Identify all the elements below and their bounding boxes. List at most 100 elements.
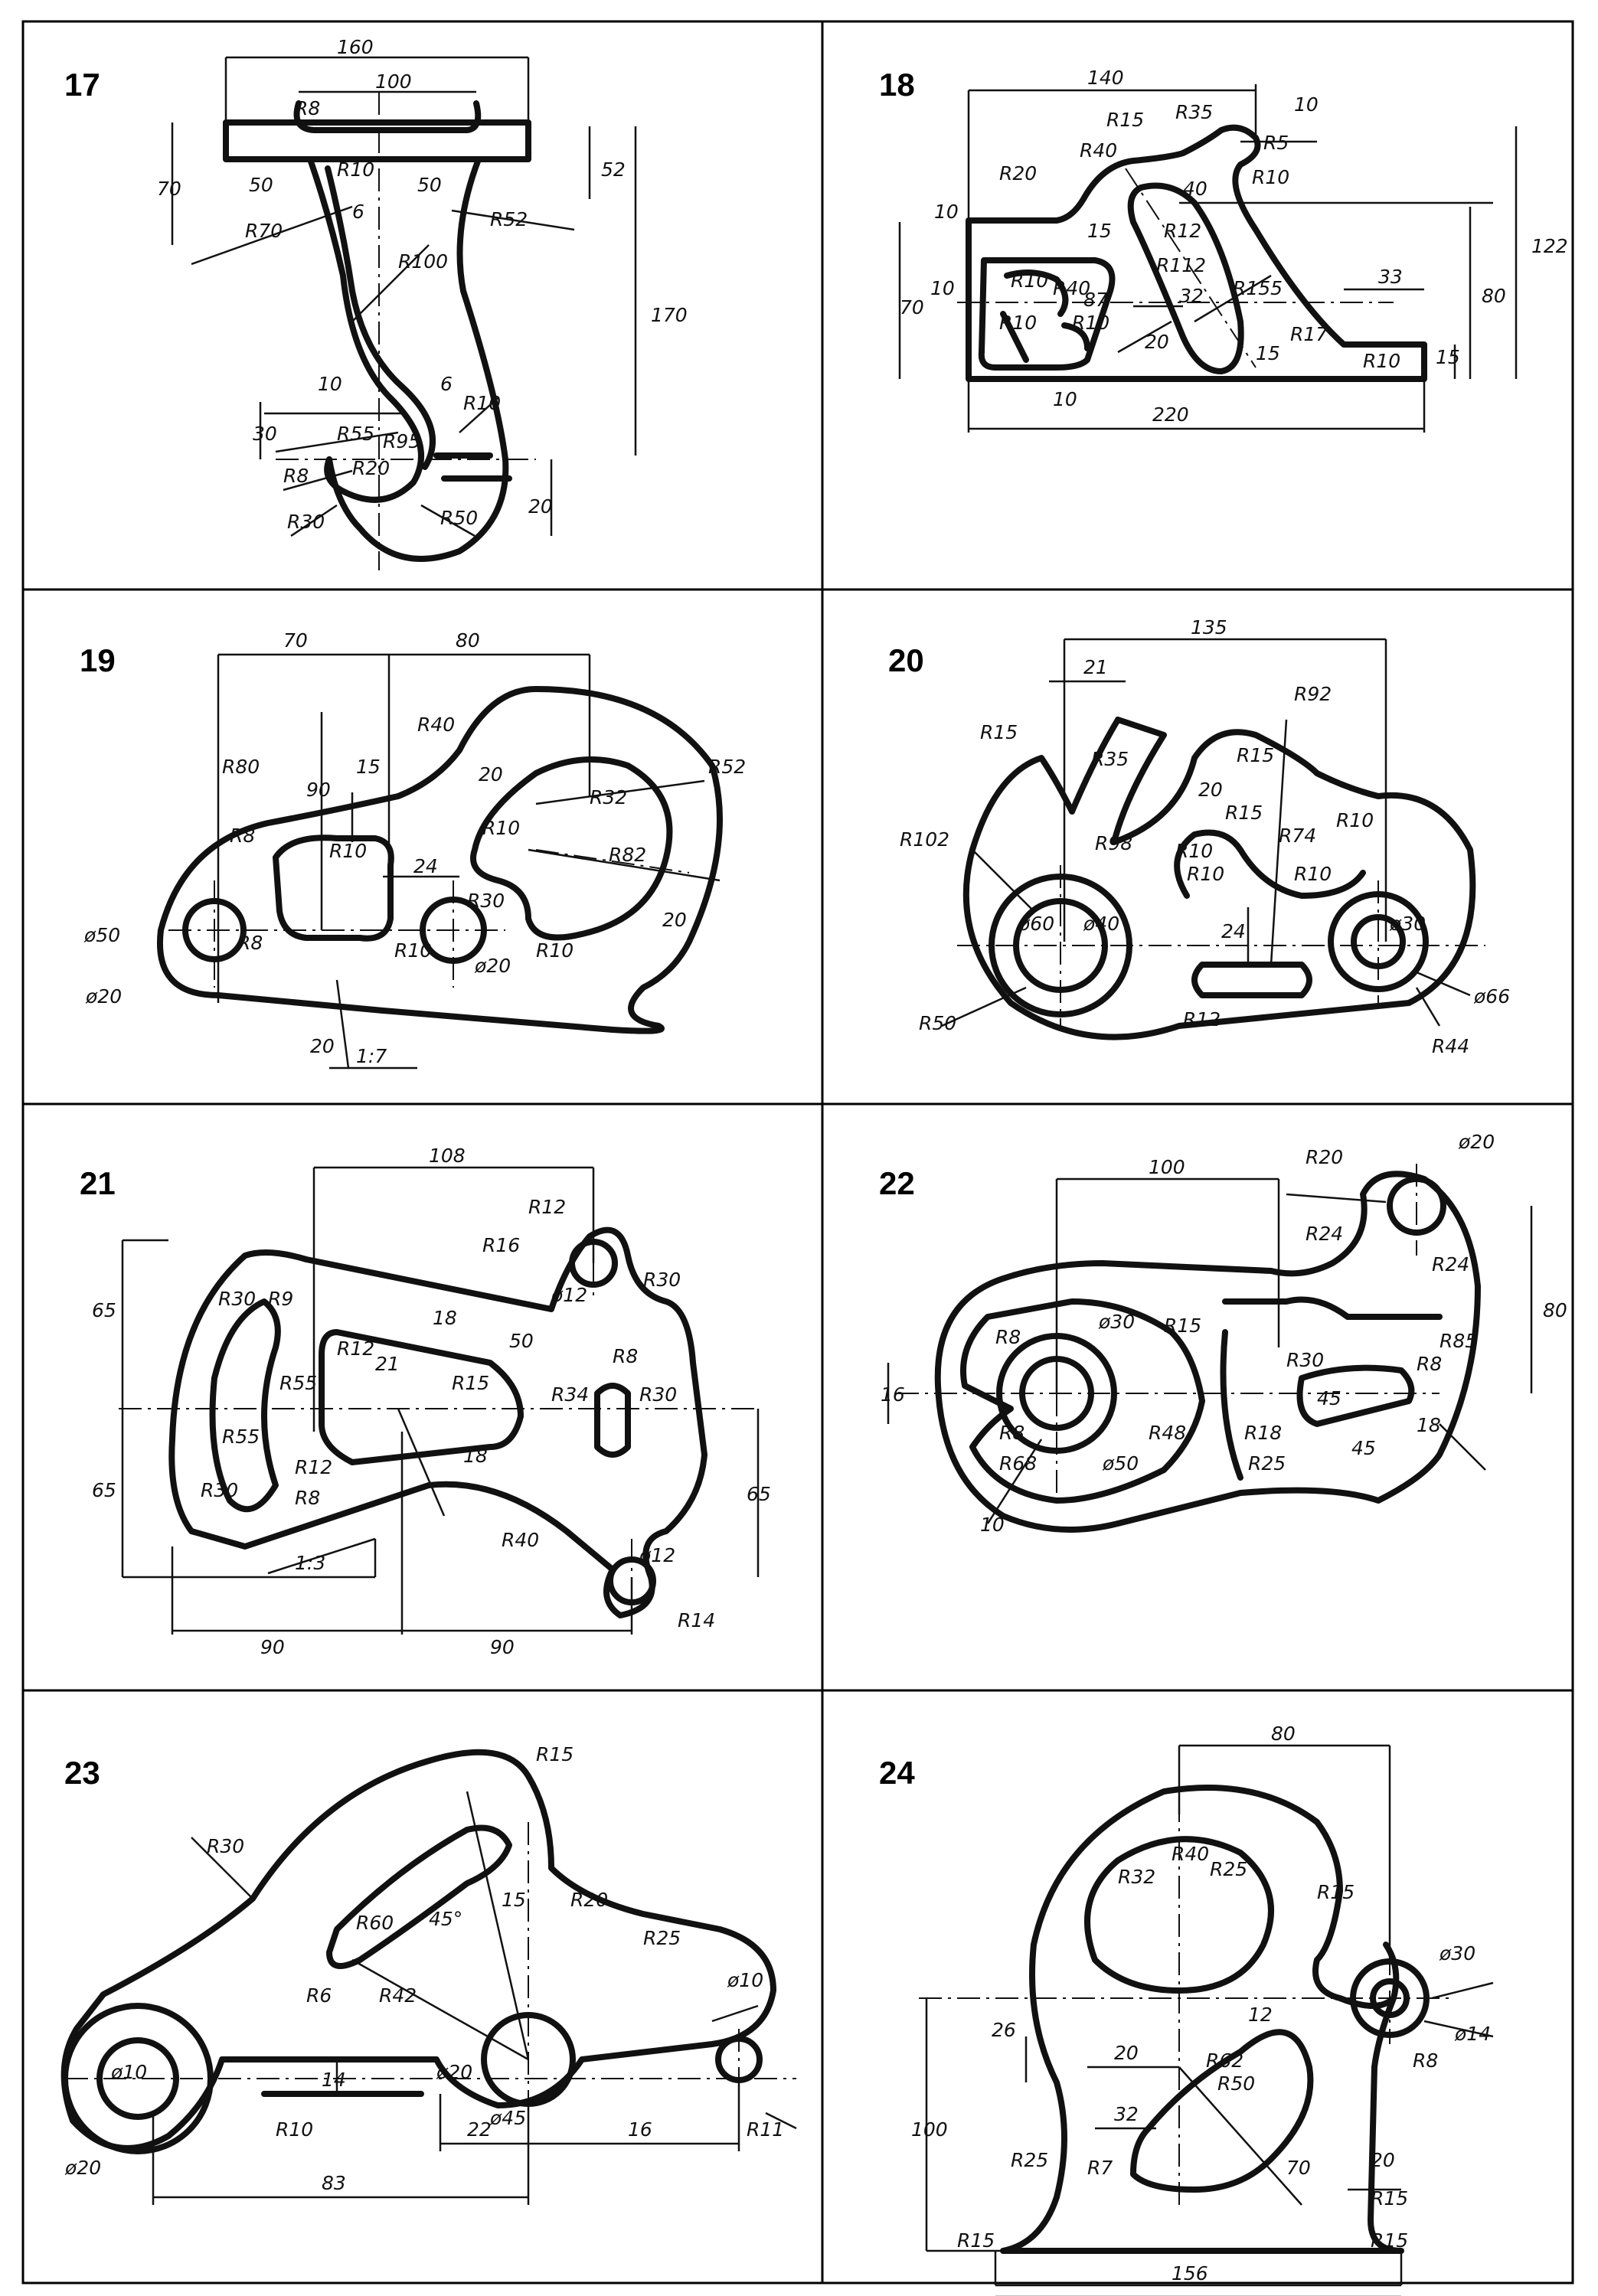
dimension-label: 21 [1083, 656, 1108, 678]
dimension-label: R42 [379, 1984, 417, 2007]
dimension-label: 80 [1543, 1299, 1567, 1321]
dimension-label: R50 [1217, 2072, 1255, 2095]
dimension-label: R8 [999, 1422, 1024, 1444]
dimension-label: R11 [747, 2118, 784, 2141]
dimension-label: ø20 [474, 955, 511, 977]
dimension-label: R10 [1187, 863, 1224, 885]
dimension-label: 14 [322, 2069, 346, 2091]
dimension-label: 6 [352, 201, 364, 223]
dimension-label: R8 [613, 1345, 638, 1367]
dimension-label: 70 [157, 178, 181, 200]
dimension-label: R40 [1080, 139, 1117, 162]
dimension-label: 15 [1436, 346, 1460, 368]
dimension-label: 10 [1053, 388, 1077, 410]
dimension-label: R35 [1091, 748, 1129, 770]
dimension-label: 12 [1248, 2004, 1273, 2026]
dimension-labels: 100 R20 ø20 R24 R24 R8 ø30 R15 80 16 R30… [881, 1131, 1567, 1536]
dimension-label: R52 [708, 756, 746, 778]
panel-19: 19 70 80 R40 [80, 629, 746, 1070]
dimension-label: 140 [1087, 67, 1124, 89]
dimension-label: R55 [222, 1426, 260, 1448]
dimension-label: R25 [1248, 1452, 1286, 1475]
dimension-label: R60 [356, 1912, 394, 1934]
dimension-lines [925, 1744, 1494, 2296]
dimension-label: R6 [306, 1984, 332, 2007]
dimension-label: ø20 [85, 985, 122, 1008]
dimension-label: R92 [1294, 683, 1332, 705]
dimension-label: 10 [980, 1514, 1005, 1536]
dimension-label: 22 [467, 2118, 492, 2141]
part-drawing [957, 124, 1427, 382]
panel-number: 17 [64, 67, 100, 103]
dimension-label: R30 [207, 1835, 244, 1857]
dimension-label: 70 [1286, 2157, 1311, 2179]
dimension-label: R8 [295, 97, 320, 119]
dimension-label: 16 [881, 1383, 905, 1406]
dimension-label: R8 [1417, 1353, 1442, 1375]
dimension-label: 50 [509, 1330, 534, 1352]
dimension-label: R15 [1371, 2187, 1408, 2209]
dimension-lines [171, 56, 637, 537]
dimension-label: 100 [911, 2118, 948, 2141]
panel-20: 20 135 21 R92 [888, 616, 1510, 1057]
part-drawing [60, 1749, 796, 2154]
dimension-label: 100 [375, 70, 412, 93]
dimension-label: ø10 [727, 1969, 763, 1991]
dimension-label: R40 [417, 714, 455, 736]
dimension-label: 80 [456, 629, 480, 652]
dimension-label: R12 [1183, 1008, 1221, 1030]
part-drawing [157, 686, 723, 1034]
dimension-labels: 140 R35 10 R15 R5 R40 R10 R20 40 10 15 R… [900, 67, 1568, 426]
grid-frame [21, 20, 1574, 2285]
dimension-label: R155 [1233, 277, 1283, 299]
dimension-label: 50 [417, 174, 442, 196]
dimension-label: ø12 [639, 1544, 675, 1566]
dimension-label: R35 [1175, 101, 1213, 123]
dimension-label: R8 [295, 1487, 320, 1509]
dimension-label: R15 [957, 2229, 995, 2252]
dimension-label: R70 [245, 220, 283, 242]
dimension-label: 45 [1351, 1437, 1376, 1459]
dimension-label: 15 [502, 1889, 526, 1911]
dimension-label: 20 [1371, 2149, 1395, 2171]
dimension-label: R10 [276, 2118, 313, 2141]
dimension-label: 170 [651, 304, 688, 326]
dimension-label: 6 [440, 373, 453, 395]
dimension-label: R40 [502, 1529, 539, 1551]
dimension-label: R18 [1244, 1422, 1282, 1444]
dimension-label: R20 [999, 162, 1037, 185]
dimension-label: 16 [628, 2118, 652, 2141]
dimension-label: 122 [1531, 235, 1568, 257]
dimension-label: 10 [930, 277, 955, 299]
dimension-label: R32 [590, 786, 627, 808]
dimension-lines [941, 638, 1471, 1027]
panel-18: 18 140 R3 [879, 67, 1568, 433]
dimension-label: ø30 [1098, 1311, 1135, 1333]
dimension-label: ø30 [1389, 913, 1426, 935]
dimension-label: R40 [1053, 277, 1090, 299]
dimension-label: 70 [283, 629, 308, 652]
dimension-label: R15 [1106, 109, 1144, 131]
dimension-label: 32 [1114, 2103, 1139, 2125]
dimension-label: ø12 [551, 1284, 587, 1306]
dimension-label: ø40 [1083, 913, 1119, 935]
dimension-label: 160 [337, 36, 374, 58]
panel-number: 19 [80, 642, 116, 678]
panel-23: 23 R30 R1 [60, 1743, 797, 2205]
dimension-label: 220 [1152, 403, 1189, 426]
dimension-label: R80 [222, 756, 260, 778]
dimension-label: R48 [1149, 1422, 1186, 1444]
dimension-label: R10 [1011, 269, 1048, 292]
dimension-label: R15 [1371, 2229, 1408, 2252]
dimension-label: 20 [662, 909, 687, 931]
dimension-label: R44 [1432, 1035, 1469, 1057]
panel-number: 22 [879, 1165, 915, 1201]
dimension-label: R30 [218, 1288, 256, 1310]
dimension-label: R30 [287, 511, 325, 533]
dimension-label: R9 [268, 1288, 293, 1310]
part-drawing [119, 1225, 758, 1618]
panel-number: 24 [879, 1755, 915, 1791]
dimension-label: 20 [479, 763, 503, 785]
dimension-label: R10 [1294, 863, 1332, 885]
